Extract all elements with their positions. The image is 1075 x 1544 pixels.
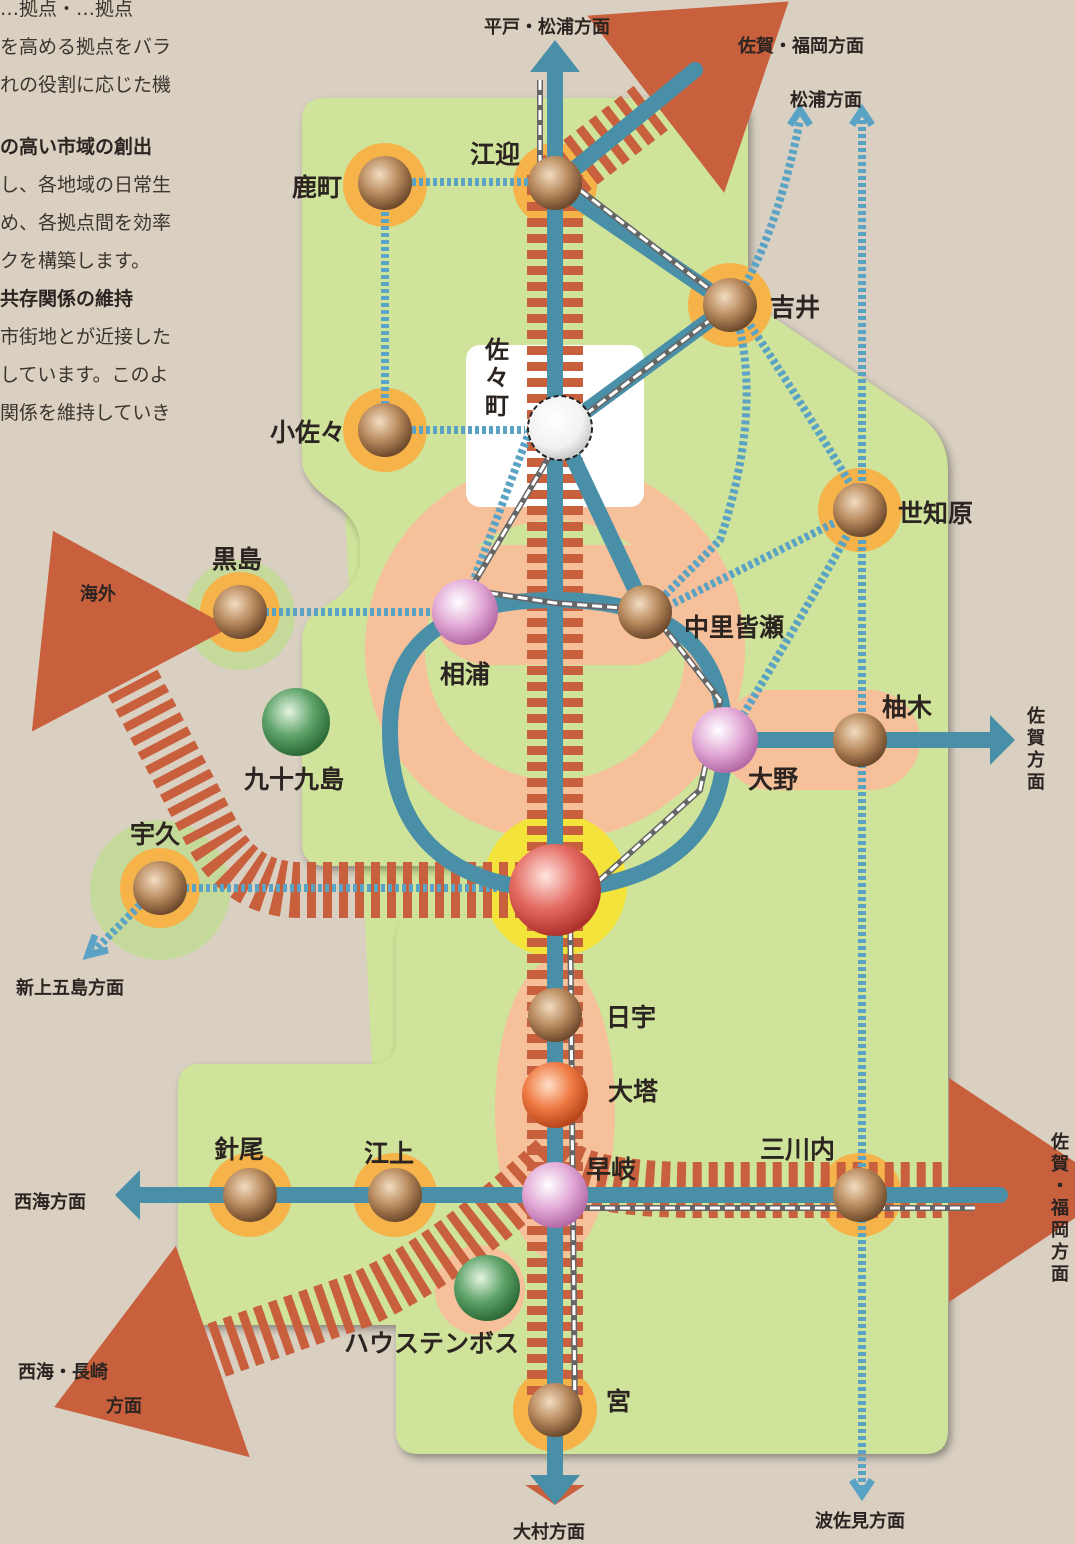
station-huistenbosch[interactable] — [454, 1255, 520, 1321]
station-sazacho[interactable] — [527, 395, 593, 461]
label-emukae: 江迎 — [470, 140, 520, 169]
label-sazacho-text: 佐々町 — [484, 336, 509, 420]
para3-line2: しています。このよ — [0, 364, 169, 386]
station-emukae[interactable] — [528, 156, 582, 210]
dir-saikai: 西海方面 — [14, 1191, 86, 1213]
station-markers — [133, 156, 887, 1437]
label-kashimachi: 鹿町 — [292, 173, 342, 202]
station-nakasato[interactable] — [618, 585, 672, 639]
dir-hasami: 波佐見方面 — [815, 1510, 905, 1532]
station-kuroshima[interactable] — [213, 585, 267, 639]
dir-saikai-nagasaki: 西海・長崎 — [18, 1361, 108, 1383]
section-heading-2: の高い市域の創出 — [0, 136, 153, 158]
label-nakasato: 中里皆瀬 — [684, 613, 784, 642]
para1-line3: れの役割に応じた機 — [0, 74, 172, 96]
dotted-lines — [92, 119, 866, 1490]
label-huistenbosch: ハウステンボス — [344, 1329, 519, 1358]
label-sechibaru: 世知原 — [898, 499, 973, 528]
rail-arrowheads — [115, 40, 1015, 1505]
label-ainoura: 相浦 — [440, 660, 490, 689]
station-kujukushima[interactable] — [262, 688, 330, 756]
station-yunoki[interactable] — [833, 713, 887, 767]
label-yunoki: 柚木 — [882, 693, 932, 722]
label-uku: 宇久 — [130, 820, 180, 849]
para3-line1: 市街地とが近接した — [0, 326, 172, 348]
section-heading-3: 共存関係の維持 — [0, 288, 134, 310]
dir-saga-right-text: 佐賀方面 — [1026, 705, 1045, 793]
station-kosaza[interactable] — [358, 403, 412, 457]
dir-matsuura: 松浦方面 — [790, 89, 862, 111]
dir-kaigai: 海外 — [80, 583, 116, 605]
label-egami: 江上 — [364, 1139, 414, 1168]
station-hiu[interactable] — [528, 988, 582, 1042]
side-description: …拠点・…拠点 を高める拠点をバラ れの役割に応じた機 の高い市域の創出 し、各… — [0, 0, 230, 432]
station-oto[interactable] — [522, 1062, 588, 1128]
dir-omura: 大村方面 — [513, 1521, 585, 1543]
label-oto: 大塔 — [608, 1077, 659, 1106]
label-haio: 針尾 — [214, 1135, 264, 1164]
label-kosaza: 小佐々 — [270, 418, 345, 447]
direction-labels: 平戸・松浦方面 佐賀・福岡方面 松浦方面 海外 新上五島方面 西海方面 西海・長… — [14, 16, 905, 1543]
label-hiu: 日宇 — [606, 1003, 656, 1032]
label-haiki: 早岐 — [586, 1155, 637, 1184]
station-center[interactable] — [509, 844, 601, 936]
para1-line2: を高める拠点をバラ — [0, 36, 172, 58]
station-ono[interactable] — [692, 707, 758, 773]
label-mikawachi: 三川内 — [760, 1135, 835, 1164]
station-uku[interactable] — [133, 861, 187, 915]
station-haio[interactable] — [223, 1168, 277, 1222]
road-arrowheads — [80, 30, 1030, 1505]
label-kuroshima: 黒島 — [212, 545, 262, 574]
dir-saga-fukuoka-right-text: 佐賀・福岡方面 — [1050, 1131, 1069, 1285]
para1-line1: …拠点・…拠点 — [0, 0, 134, 20]
station-mikawachi[interactable] — [833, 1168, 887, 1222]
label-ono: 大野 — [748, 765, 798, 794]
label-yoshii: 吉井 — [770, 293, 820, 322]
label-miya: 宮 — [606, 1387, 631, 1416]
station-miya[interactable] — [528, 1383, 582, 1437]
station-labels: 鹿町 江迎 吉井 小佐々 世知原 黒島 相浦 中里皆瀬 柚木 九十九島 大野 宇… — [130, 140, 973, 1416]
para2-line2: め、各拠点間を効率 — [0, 212, 172, 234]
dotted-arrowheads — [82, 103, 875, 1502]
station-kashimachi[interactable] — [358, 156, 412, 210]
station-haiki[interactable] — [522, 1162, 588, 1228]
dir-hirado: 平戸・松浦方面 — [484, 16, 610, 38]
dir-saikai-nagasaki-2: 方面 — [106, 1395, 142, 1417]
station-sechibaru[interactable] — [833, 483, 887, 537]
label-sazacho: 佐々町 — [484, 336, 509, 420]
dir-saga-fukuoka-top: 佐賀・福岡方面 — [737, 35, 864, 57]
dir-saga-right: 佐賀方面 — [1026, 705, 1045, 793]
dir-shinkamigoto: 新上五島方面 — [16, 977, 124, 999]
para2-line3: クを構築します。 — [0, 250, 151, 272]
station-egami[interactable] — [368, 1168, 422, 1222]
dir-saga-fukuoka-right: 佐賀・福岡方面 — [1050, 1131, 1069, 1285]
label-kujukushima: 九十九島 — [243, 765, 344, 794]
station-yoshii[interactable] — [703, 278, 757, 332]
para2-line1: し、各地域の日常生 — [0, 174, 172, 196]
station-ainoura[interactable] — [432, 579, 498, 645]
para3-line3: 関係を維持していき — [0, 402, 171, 424]
